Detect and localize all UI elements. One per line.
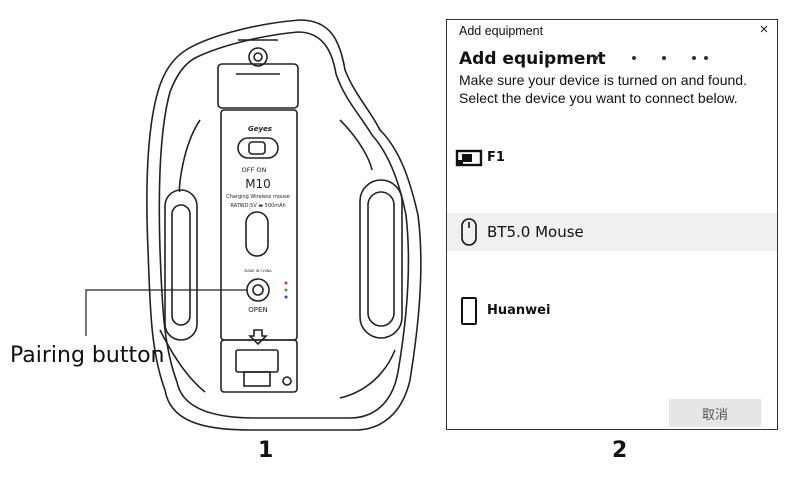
panel-number-2: 2 — [612, 438, 628, 463]
panel-number-1: 1 — [258, 438, 274, 463]
close-button[interactable]: × — [759, 21, 769, 38]
model-text: M10 — [245, 177, 271, 191]
mouse-icon — [461, 218, 477, 246]
device-item-bt-mouse[interactable]: BT5.0 Mouse — [447, 213, 777, 251]
sensor-window — [245, 211, 269, 257]
power-switch — [237, 137, 279, 159]
cancel-button[interactable]: 取消 — [669, 399, 761, 427]
device-item-huanwei[interactable]: Huanwei — [447, 292, 777, 330]
device-name: F1 — [487, 150, 505, 165]
description-text: Charging Wireless mouse — [226, 194, 289, 200]
mouse-body-inner — [158, 31, 410, 419]
searching-dots-indicator — [594, 56, 714, 64]
monitor-icon — [455, 149, 483, 167]
left-side-pad — [164, 189, 198, 341]
dialog-title: Add equipment — [459, 24, 544, 38]
top-cap — [217, 63, 299, 109]
pairing-button — [246, 278, 270, 302]
mouse-body-outline — [146, 19, 422, 431]
pairing-button-label: Pairing button — [10, 343, 165, 368]
open-text: OPEN — [248, 306, 267, 314]
dialog-description: Make sure your device is turned on and f… — [459, 72, 747, 106]
right-side-pad — [359, 179, 403, 339]
rating-text: RATWD:5V ▬ 500mAh — [230, 203, 285, 209]
device-name: BT5.0 Mouse — [487, 223, 584, 241]
mouse-brand-text: Geyes — [248, 125, 272, 133]
device-item-f1[interactable]: F1 — [447, 139, 777, 177]
phone-icon — [461, 297, 477, 325]
dialog-titlebar: Add equipment × — [447, 20, 777, 42]
battery-door — [220, 339, 298, 393]
made-in-text: MADE IN CHINA — [244, 269, 272, 273]
pairing-callout-line — [85, 289, 247, 336]
add-equipment-dialog: Add equipment × Add equipment Make sure … — [446, 19, 778, 430]
switch-labels-text: OFF ON — [242, 166, 267, 174]
device-name: Huanwei — [487, 303, 551, 318]
dialog-heading: Add equipment — [459, 49, 606, 69]
